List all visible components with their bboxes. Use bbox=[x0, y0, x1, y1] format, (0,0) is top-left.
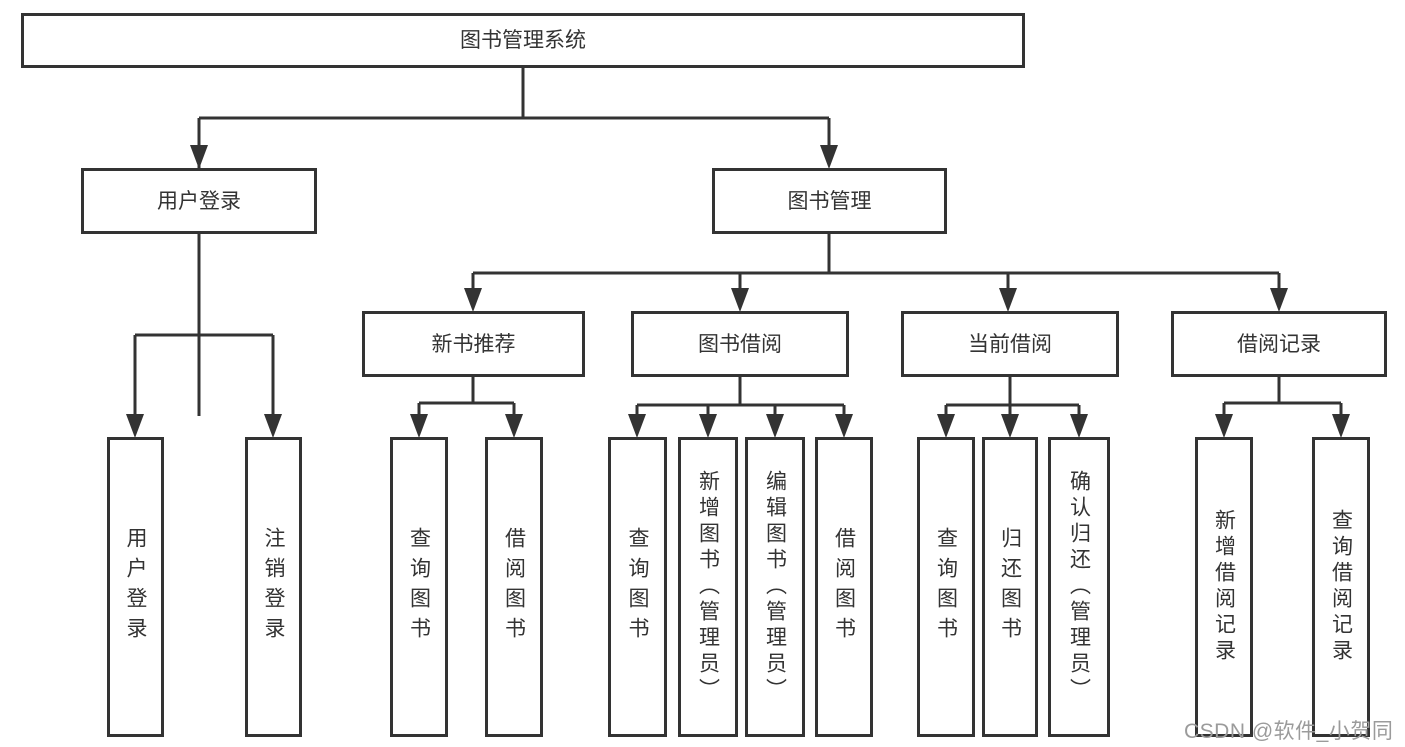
arrow-icon bbox=[464, 288, 482, 312]
connector-current-borrowing bbox=[944, 377, 1081, 416]
leaf-add-borrow-record: 新增借阅记录 bbox=[1195, 437, 1253, 737]
connector-book-management bbox=[471, 234, 1281, 290]
node-label: 新增图书（管理员） bbox=[696, 470, 720, 704]
leaf-borrow-books-recommend: 借阅图书 bbox=[485, 437, 543, 737]
node-label: 当前借阅 bbox=[968, 332, 1052, 356]
node-current-borrowing: 当前借阅 bbox=[901, 311, 1119, 377]
leaf-user-login: 用户登录 bbox=[107, 437, 164, 737]
arrow-icon bbox=[1001, 414, 1019, 438]
arrow-icon bbox=[937, 414, 955, 438]
arrow-icon bbox=[699, 414, 717, 438]
leaf-query-books-recommend: 查询图书 bbox=[390, 437, 448, 737]
node-label: 编辑图书（管理员） bbox=[763, 470, 787, 704]
node-label: 查询借阅记录 bbox=[1329, 509, 1353, 665]
arrowheads bbox=[126, 145, 1350, 438]
arrow-icon bbox=[628, 414, 646, 438]
node-book-borrowing: 图书借阅 bbox=[631, 311, 849, 377]
node-label: 用户登录 bbox=[124, 527, 147, 647]
node-label: 图书管理 bbox=[787, 189, 872, 213]
node-label: 新增借阅记录 bbox=[1212, 509, 1236, 665]
node-label: 用户登录 bbox=[157, 189, 241, 213]
csdn-watermark: CSDN @软件_小贺同学 bbox=[1184, 720, 1394, 743]
leaf-query-books-current: 查询图书 bbox=[917, 437, 975, 737]
node-label: 查询图书 bbox=[626, 527, 649, 647]
arrow-icon bbox=[820, 145, 838, 169]
node-label: 新书推荐 bbox=[431, 332, 516, 356]
arrow-icon bbox=[1215, 414, 1233, 438]
node-borrowing-records: 借阅记录 bbox=[1171, 311, 1387, 377]
node-label: 借阅图书 bbox=[502, 527, 526, 647]
arrow-icon bbox=[999, 288, 1017, 312]
connector-user-login bbox=[133, 234, 275, 416]
arrow-icon bbox=[1070, 414, 1088, 438]
arrow-icon bbox=[190, 145, 208, 169]
node-label: 查询图书 bbox=[407, 527, 431, 647]
arrow-icon bbox=[1332, 414, 1350, 438]
node-book-management: 图书管理 bbox=[712, 168, 947, 234]
node-user-login: 用户登录 bbox=[81, 168, 317, 234]
leaf-query-books-borrowing: 查询图书 bbox=[608, 437, 667, 737]
node-label: 图书借阅 bbox=[698, 332, 782, 356]
connector-book-borrowing bbox=[635, 377, 846, 416]
node-label: 归还图书 bbox=[998, 527, 1022, 647]
arrow-icon bbox=[835, 414, 853, 438]
arrow-icon bbox=[126, 414, 144, 438]
node-book-management-system: 图书管理系统 bbox=[21, 13, 1025, 68]
leaf-edit-books-admin: 编辑图书（管理员） bbox=[745, 437, 805, 737]
arrow-icon bbox=[731, 288, 749, 312]
leaf-logout: 注销登录 bbox=[245, 437, 302, 737]
leaf-query-borrow-record: 查询借阅记录 bbox=[1312, 437, 1370, 737]
leaf-borrow-books-borrowing: 借阅图书 bbox=[815, 437, 873, 737]
node-label: 注销登录 bbox=[262, 527, 285, 647]
node-label: 确认归还（管理员） bbox=[1067, 470, 1091, 704]
node-label: 图书管理系统 bbox=[460, 29, 586, 52]
arrow-icon bbox=[410, 414, 428, 438]
node-label: 查询图书 bbox=[934, 527, 958, 647]
node-label: 借阅图书 bbox=[832, 527, 856, 647]
leaf-confirm-return-admin: 确认归还（管理员） bbox=[1048, 437, 1110, 737]
arrow-icon bbox=[264, 414, 282, 438]
connector-root bbox=[197, 68, 831, 147]
connector-borrowing-records bbox=[1222, 377, 1343, 416]
arrow-icon bbox=[505, 414, 523, 438]
connector-new-book-recommend bbox=[417, 377, 516, 416]
leaf-return-books: 归还图书 bbox=[982, 437, 1038, 737]
leaf-add-books-admin: 新增图书（管理员） bbox=[678, 437, 738, 737]
node-new-book-recommend: 新书推荐 bbox=[362, 311, 585, 377]
arrow-icon bbox=[766, 414, 784, 438]
arrow-icon bbox=[1270, 288, 1288, 312]
node-label: 借阅记录 bbox=[1237, 332, 1321, 356]
